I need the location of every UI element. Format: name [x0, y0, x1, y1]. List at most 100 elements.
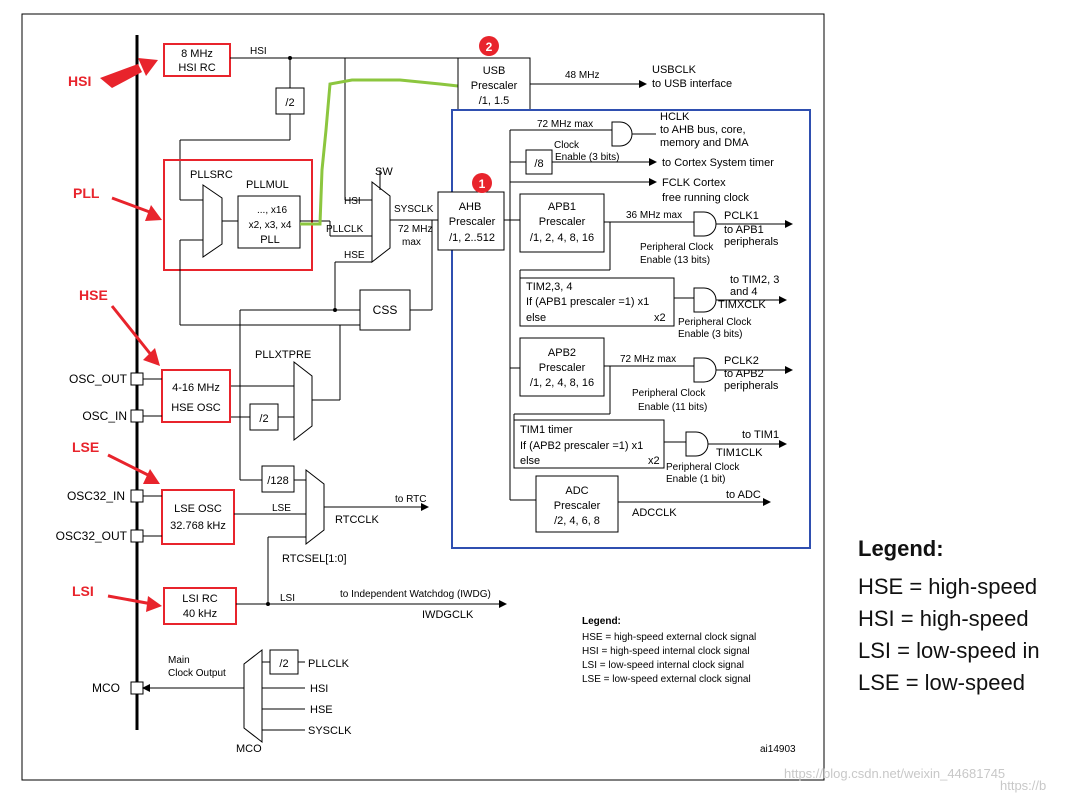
pllsrc-label: PLLSRC	[190, 169, 233, 181]
osc32-out-pin	[130, 529, 144, 543]
watermark-secondary: https://b	[1000, 778, 1047, 793]
sw-mux	[371, 180, 391, 264]
pclk1-label: PCLK1	[724, 210, 759, 222]
adcclk-label: ADCCLK	[632, 507, 677, 519]
legend-big-title: Legend:	[858, 536, 944, 561]
mco-pin	[130, 681, 144, 695]
osc32-in-pin	[130, 489, 144, 503]
lsi-line-label: LSI	[280, 593, 295, 604]
lsi-rc-block	[163, 587, 237, 625]
hsi-label: HSI	[68, 73, 91, 89]
hse-div2-label: /2	[259, 413, 268, 425]
pllsrc-mux	[202, 184, 223, 258]
sysclk-max-line2: max	[402, 237, 421, 248]
usb-prescaler-title: USB	[483, 65, 506, 77]
usb-interface-label: to USB interface	[652, 78, 732, 90]
usb-clock-path	[300, 78, 459, 226]
mco-mux-label: MCO	[236, 743, 262, 755]
pllxtpre-mux	[293, 360, 313, 442]
cortex-timer-label: to Cortex System timer	[662, 157, 774, 169]
ahb-prescaler-block	[437, 191, 505, 251]
tim1clk-gate	[685, 431, 709, 457]
marker-2-circle	[479, 36, 499, 56]
marker-1-circle	[472, 173, 492, 193]
apb2-max-label: 72 MHz max	[620, 354, 676, 365]
hsi-div2-label: /2	[285, 97, 294, 109]
hsi-div2-block	[275, 87, 305, 115]
css-label: CSS	[373, 303, 398, 317]
mco-main-line2: Clock Output	[168, 668, 226, 679]
fclk-line2: free running clock	[662, 192, 749, 204]
diagram-frame	[21, 13, 825, 781]
osc32-out-label: OSC32_OUT	[56, 529, 128, 543]
mco-sysclk-label: SYSCLK	[308, 725, 352, 737]
rtcsel-label: RTCSEL[1:0]	[282, 553, 347, 565]
usb-prescaler-sub: Prescaler	[471, 80, 518, 92]
pll-label: PLL	[73, 185, 100, 201]
hclk-gate	[611, 121, 633, 147]
fclk-line1: FCLK Cortex	[662, 177, 726, 189]
apb2-title: APB2	[548, 347, 576, 359]
pll-multiplier-block	[237, 195, 301, 249]
tim234-to-line2: and 4	[730, 286, 758, 298]
hse-div128-block	[261, 465, 295, 493]
pclk1-gate	[693, 211, 717, 237]
lse-osc-block	[161, 489, 235, 545]
pll-mul-line1: ..., x16	[257, 205, 287, 216]
lsi-label: LSI	[72, 583, 94, 599]
pll-mul-line2: x2, x3, x4	[249, 220, 292, 231]
iwdgclk-label: IWDGCLK	[422, 609, 474, 621]
cortex-div8-label: /8	[534, 158, 543, 170]
apb1-title: APB1	[548, 201, 576, 213]
hse-div128-label: /128	[267, 475, 288, 487]
osc-out-pin	[130, 372, 144, 386]
osc-in-pin	[130, 409, 144, 423]
timxclk-gate	[693, 287, 717, 313]
timxclk-label: TIMXCLK	[718, 299, 766, 311]
apb2-prescaler-block	[519, 337, 605, 397]
pce3-line2: Enable (3 bits)	[678, 329, 742, 340]
hsi-rc-freq: 8 MHz	[181, 48, 213, 60]
marker-1-label: 1	[479, 177, 486, 191]
usbclk-label: USBCLK	[652, 64, 697, 76]
hsi-callout: HSI	[68, 58, 158, 89]
pllmul-label: PLLMUL	[246, 179, 289, 191]
watermark: https://blog.csdn.net/weixin_44681745	[784, 766, 1006, 781]
lsi-rc-name: LSI RC	[182, 593, 218, 605]
lsi-rc-freq: 40 kHz	[183, 608, 217, 620]
hse-osc-freq: 4-16 MHz	[172, 382, 220, 394]
legend-small-item: HSE = high-speed external clock signal	[582, 632, 756, 643]
tim1-x2: x2	[648, 455, 660, 467]
osc32-in-label: OSC32_IN	[67, 489, 125, 503]
tim234-block	[519, 277, 675, 327]
adc-sub: Prescaler	[554, 500, 601, 512]
sw-input-hse: HSE	[344, 250, 365, 261]
apb1-ratio: /1, 2, 4, 8, 16	[530, 232, 594, 244]
legend-big-item: HSI = high-speed	[858, 606, 1029, 631]
rtcclk-label: RTCCLK	[335, 514, 379, 526]
hse-osc-name: HSE OSC	[171, 402, 221, 414]
apb2-ratio: /1, 2, 4, 8, 16	[530, 377, 594, 389]
usb-prescaler-block	[457, 57, 531, 111]
mco-pllclk-label: PLLCLK	[308, 658, 350, 670]
pce13-line1: Peripheral Clock	[640, 242, 714, 253]
hse-callout: HSE	[79, 287, 160, 366]
apb1-sub: Prescaler	[539, 216, 586, 228]
pce3-line1: Peripheral Clock	[678, 317, 752, 328]
pce1-line2: Enable (1 bit)	[666, 474, 725, 485]
hse-osc-block	[161, 369, 231, 423]
lse-osc-freq: 32.768 kHz	[170, 520, 226, 532]
hclk-desc-line1: to AHB bus, core,	[660, 124, 746, 136]
mco-div2-label: /2	[279, 658, 288, 670]
sw-label: SW	[375, 166, 393, 178]
legend-small: Legend: HSE = high-speed external clock …	[582, 616, 756, 685]
hsi-rc-name: HSI RC	[178, 62, 215, 74]
legend-big-item: LSI = low-speed in	[858, 638, 1040, 663]
pclk2-gate	[693, 357, 717, 383]
pclk1-desc-line2: peripherals	[724, 236, 779, 248]
pllxtpre-label: PLLXTPRE	[255, 349, 311, 361]
mco-main-line1: Main	[168, 655, 190, 666]
bus-prescaler-highlight	[451, 109, 811, 549]
usb-freq-label: 48 MHz	[565, 70, 599, 81]
